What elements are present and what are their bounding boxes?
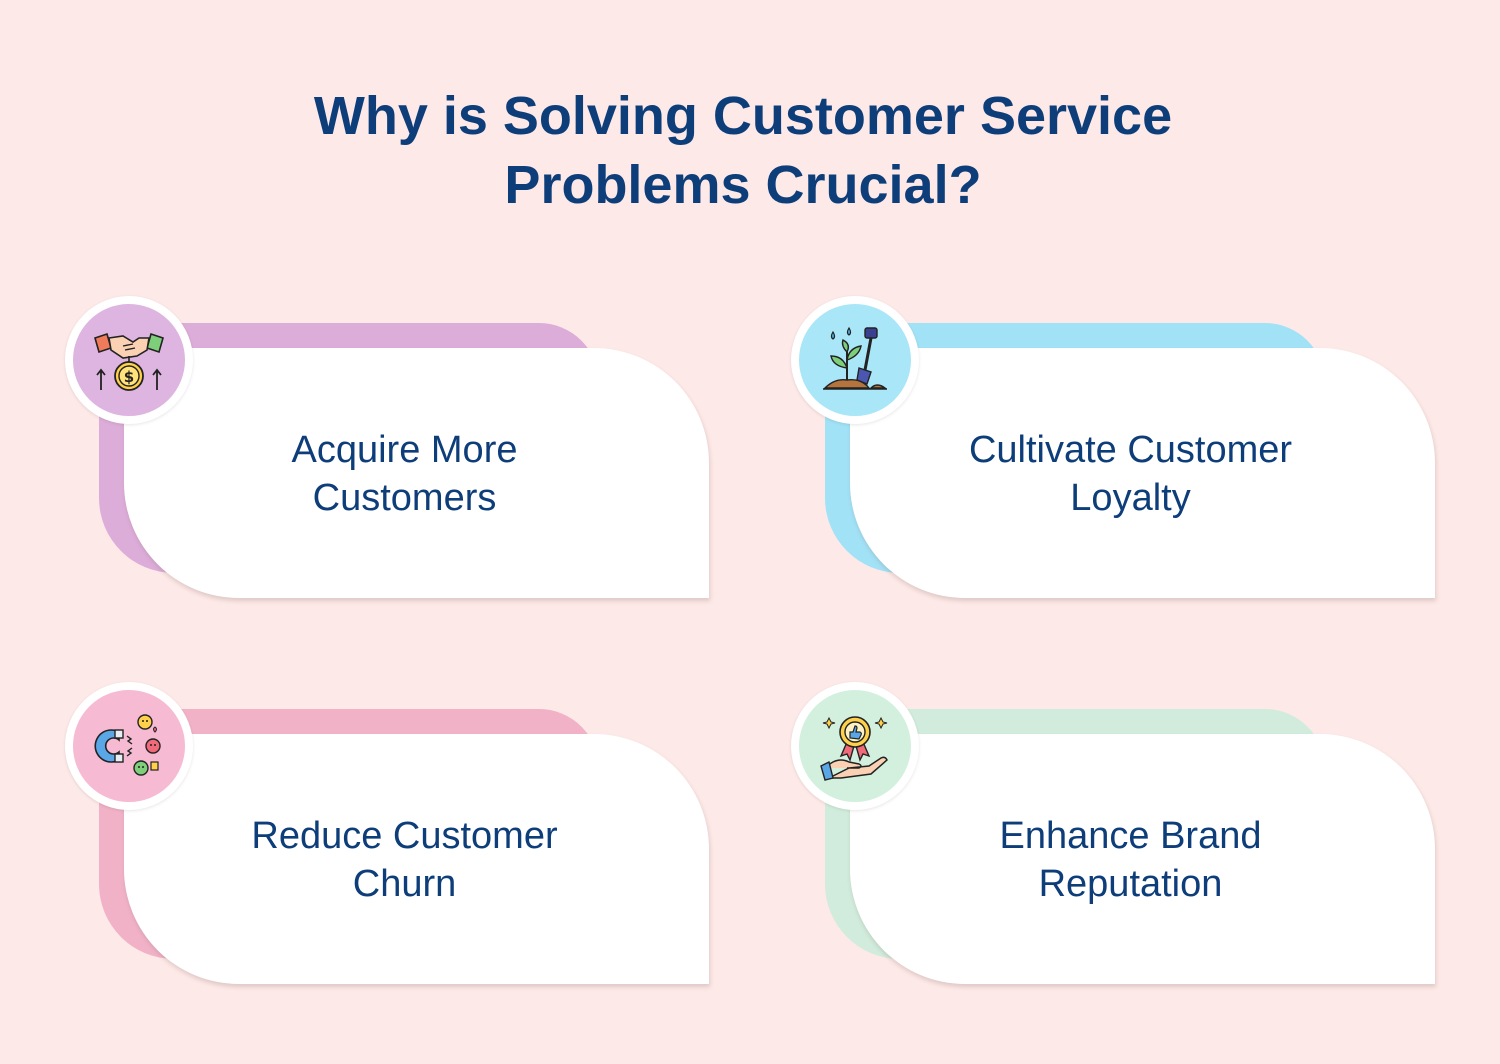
card-label: Reduce Customer Churn — [251, 815, 558, 905]
title-line-2: Problems Crucial? — [504, 155, 982, 215]
magnet-attract-icon — [94, 714, 161, 776]
plant-shovel-icon — [823, 326, 888, 390]
svg-text:$: $ — [124, 368, 134, 386]
handshake-money-icon: $ — [94, 332, 164, 391]
icon-badge: $ — [65, 296, 193, 424]
icon-badge — [65, 682, 193, 810]
card-enhance-reputation: Enhance Brand Reputation — [791, 682, 1437, 989]
card-reduce-churn: Reduce Customer Churn — [65, 682, 711, 989]
card-front-panel: Reduce Customer Churn — [124, 734, 709, 984]
card-label: Cultivate Customer Loyalty — [968, 429, 1293, 519]
card-label: Acquire More Customers — [291, 429, 518, 519]
card-front-panel: Acquire More Customers — [124, 348, 709, 598]
card-cultivate-loyalty: Cultivate Customer Loyalty — [791, 296, 1437, 603]
page-title: Why is Solving Customer Service Problems… — [0, 82, 1486, 220]
icon-badge — [791, 296, 919, 424]
card-acquire-customers: Acquire More Customers $ — [65, 296, 711, 603]
card-front-panel: Cultivate Customer Loyalty — [850, 348, 1435, 598]
hand-badge-icon — [820, 716, 888, 781]
card-front-panel: Enhance Brand Reputation — [850, 734, 1435, 984]
title-line-1: Why is Solving Customer Service — [313, 86, 1173, 146]
icon-badge — [791, 682, 919, 810]
card-label: Enhance Brand Reputation — [999, 815, 1262, 905]
